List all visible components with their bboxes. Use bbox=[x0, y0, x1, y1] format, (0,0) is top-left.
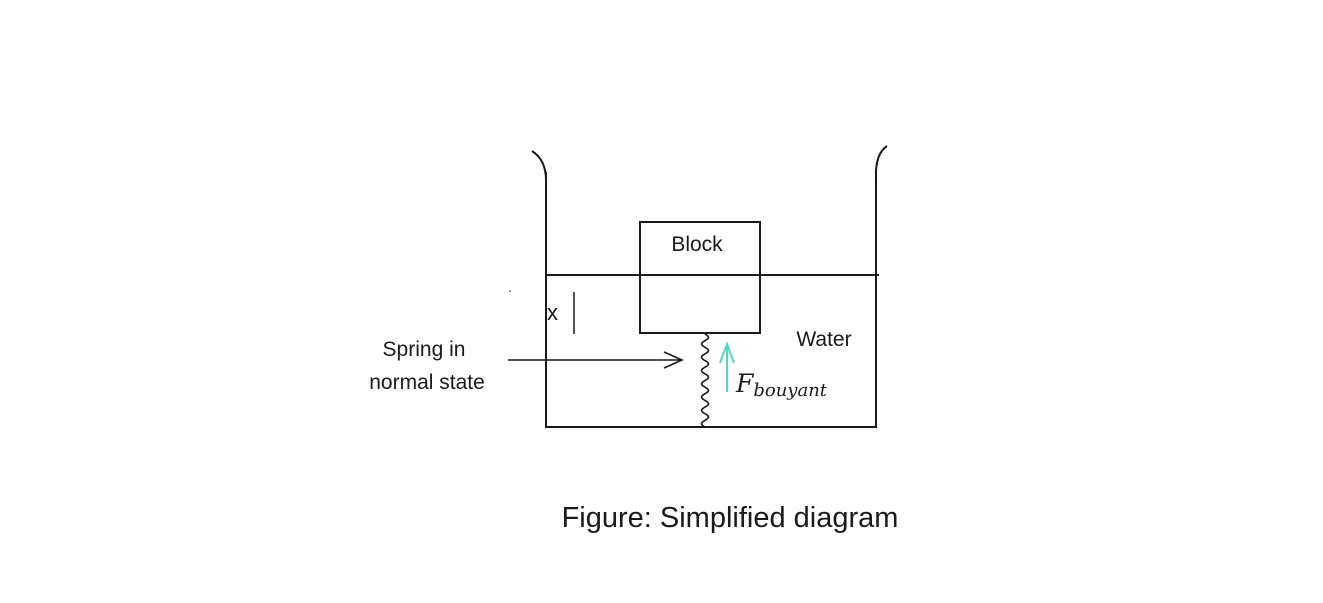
stray-dot bbox=[509, 290, 511, 292]
figure-caption: Figure: Simplified diagram bbox=[562, 502, 899, 534]
spring-label-line1: Spring in bbox=[383, 338, 466, 361]
force-arrowhead-icon bbox=[719, 341, 735, 364]
spring-pointer-arrow bbox=[508, 351, 684, 369]
spring-label-line2: normal state bbox=[369, 371, 485, 394]
arrowhead-icon bbox=[663, 351, 684, 369]
block-label: Block bbox=[671, 233, 723, 256]
buoyant-force-label: Fbouyant bbox=[735, 369, 828, 401]
force-subscript: bouyant bbox=[753, 380, 827, 401]
container-right-lip bbox=[874, 145, 888, 179]
container bbox=[531, 145, 888, 428]
displacement-label: x bbox=[547, 300, 558, 325]
water-label: Water bbox=[796, 328, 851, 351]
block bbox=[639, 221, 761, 334]
spring bbox=[700, 333, 710, 428]
container-left-lip bbox=[531, 150, 547, 181]
force-symbol: F bbox=[735, 369, 755, 398]
buoyant-force-arrow bbox=[719, 341, 735, 392]
